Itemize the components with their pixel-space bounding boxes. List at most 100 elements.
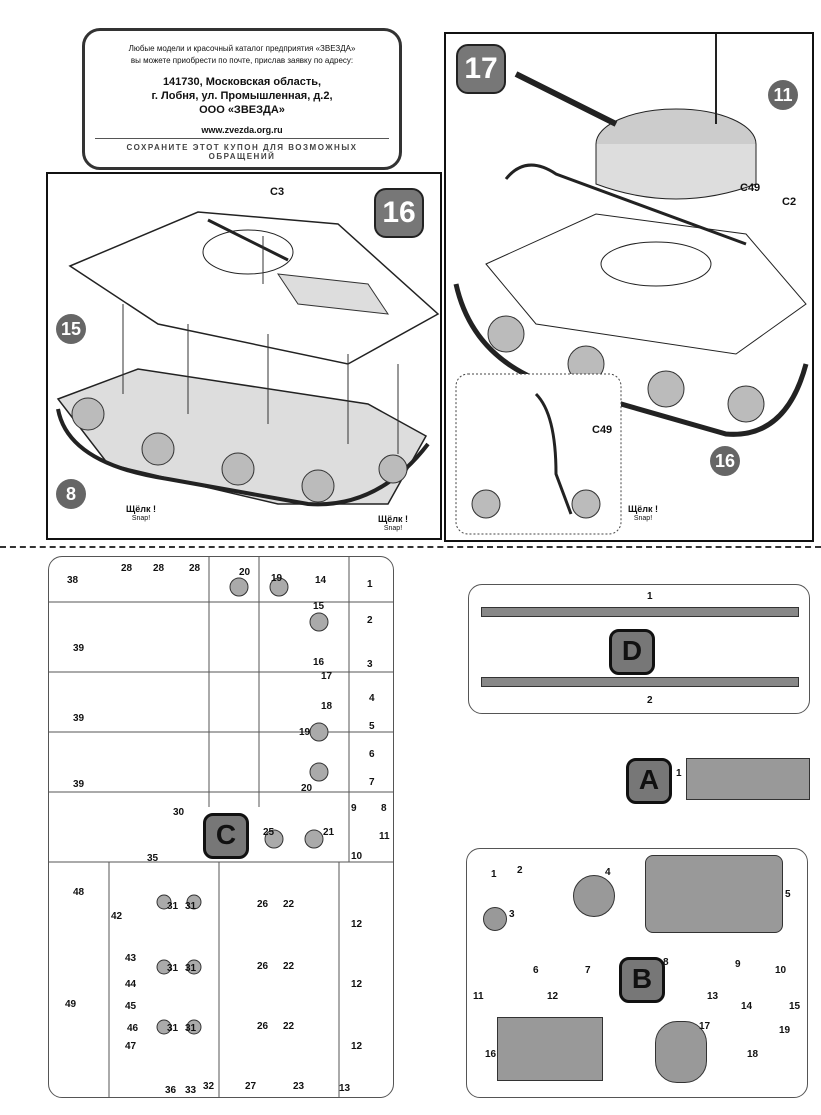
sprue-b-part-17: 17 bbox=[699, 1021, 711, 1032]
step-16-drawing bbox=[56, 211, 440, 507]
label-c2: C2 bbox=[782, 196, 797, 208]
sprue-b-upper-hull bbox=[645, 855, 783, 933]
sprue-c-part-28c: 28 bbox=[189, 563, 201, 574]
snap-text-ru: Щёлк ! bbox=[378, 514, 408, 524]
sprue-c-part-20b: 20 bbox=[301, 783, 313, 794]
sprue-b-part-16: 16 bbox=[485, 1049, 497, 1060]
sprue-b-part-18: 18 bbox=[747, 1049, 759, 1060]
sprue-c-part-22c: 22 bbox=[283, 1021, 295, 1032]
sprue-b-part-9: 9 bbox=[735, 959, 741, 970]
label-c3: C3 bbox=[270, 186, 285, 198]
snap-callout-2: Щёлк !Snap! bbox=[372, 514, 414, 534]
section-divider bbox=[0, 546, 821, 548]
sprue-b-part-19: 19 bbox=[779, 1025, 791, 1036]
sprue-c-part-45: 45 bbox=[125, 1001, 137, 1012]
coupon-address-1: 141730, Московская область, bbox=[162, 76, 322, 88]
coupon-save-note: СОХРАНИТЕ ЭТОТ КУПОН ДЛЯ ВОЗМОЖНЫХ ОБРАЩ… bbox=[95, 138, 389, 161]
sprue-c-part-20: 20 bbox=[239, 567, 251, 578]
sprue-b-letter: B bbox=[619, 957, 665, 1003]
sprue-c-part-12c: 12 bbox=[351, 1041, 363, 1052]
sprue-b-part-13: 13 bbox=[707, 991, 719, 1002]
sprue-c-part-43: 43 bbox=[125, 953, 137, 964]
sprue-c-part-28b: 28 bbox=[153, 563, 165, 574]
coupon-address-2: г. Лобня, ул. Промышленная, д.2, bbox=[151, 90, 333, 102]
sprue-c-part-6: 6 bbox=[369, 749, 375, 760]
snap-text-ru: Щёлк ! bbox=[126, 504, 156, 514]
sprue-c-part-4: 4 bbox=[369, 693, 375, 704]
sprue-c-part-38: 38 bbox=[67, 575, 79, 586]
sprue-c-part-19: 19 bbox=[271, 573, 283, 584]
sprue-c-part-31f: 31 bbox=[185, 1023, 197, 1034]
sprue-b-part-6: 6 bbox=[533, 965, 539, 976]
sprue-b-part-2: 2 bbox=[517, 865, 523, 876]
sprue-c-part-14: 14 bbox=[315, 575, 327, 586]
sprue-d-letter: D bbox=[609, 629, 655, 675]
sprue-b-lower-plate bbox=[497, 1017, 603, 1081]
sprue-c-part-11: 11 bbox=[379, 831, 390, 842]
label-c49: C49 bbox=[740, 182, 761, 194]
sprue-c-part-48: 48 bbox=[73, 887, 85, 898]
sprue-c-part-25: 25 bbox=[263, 827, 275, 838]
sprue-b-part-3: 3 bbox=[509, 909, 515, 920]
sprue-c-part-39b: 39 bbox=[73, 713, 85, 724]
sprue-c-part-44: 44 bbox=[125, 979, 137, 990]
sprue-a: A 1 bbox=[626, 756, 810, 804]
sprue-b-hatch bbox=[483, 907, 507, 931]
sprue-c-part-39a: 39 bbox=[73, 643, 85, 654]
sprue-b-part-10: 10 bbox=[775, 965, 787, 976]
sprue-c-part-27: 27 bbox=[245, 1081, 257, 1092]
sprue-c-part-33: 33 bbox=[185, 1085, 197, 1096]
sprue-b-part-1: 1 bbox=[491, 869, 497, 880]
sub-assembly-15: 15 bbox=[56, 314, 86, 344]
sprue-b-turret-ring bbox=[573, 875, 615, 917]
sprue-c-part-31d: 31 bbox=[185, 963, 197, 974]
sprue-c-part-22b: 22 bbox=[283, 961, 295, 972]
sub-assembly-16: 16 bbox=[710, 446, 740, 476]
sprue-c-part-16: 16 bbox=[313, 657, 325, 668]
sprue-c-part-47: 47 bbox=[125, 1041, 137, 1052]
sprue-b-part-15: 15 bbox=[789, 1001, 801, 1012]
sprue-b-part-12: 12 bbox=[547, 991, 559, 1002]
sprue-d-part-1: 1 bbox=[647, 591, 653, 602]
snap-text-en: Snap! bbox=[383, 525, 403, 532]
step-16-number: 16 bbox=[374, 188, 424, 238]
sprue-c-part-1: 1 bbox=[367, 579, 373, 590]
coupon-address-3: ООО «ЗВЕЗДА» bbox=[199, 104, 285, 116]
sprue-c-part-9: 9 bbox=[351, 803, 357, 814]
sprue-b-part-14: 14 bbox=[741, 1001, 753, 1012]
sprue-c-frame bbox=[49, 557, 393, 1097]
label-c49-detail: C49 bbox=[592, 424, 613, 436]
step-16-panel: 16 C3 15 8 Щёлк !Snap! Щёлк !Snap! bbox=[46, 172, 442, 540]
sprue-c-part-12a: 12 bbox=[351, 919, 363, 930]
sprue-c-part-15: 15 bbox=[313, 601, 325, 612]
sprue-c-part-31a: 31 bbox=[167, 901, 179, 912]
sprue-c-part-13: 13 bbox=[339, 1083, 351, 1094]
sprue-d: D 1 2 bbox=[468, 584, 810, 714]
snap-text-en: Snap! bbox=[633, 515, 653, 522]
sprue-c-part-39c: 39 bbox=[73, 779, 85, 790]
sprue-c-part-31e: 31 bbox=[167, 1023, 179, 1034]
snap-text-ru: Щёлк ! bbox=[628, 504, 658, 514]
sprue-a-part-1: 1 bbox=[676, 768, 682, 779]
sprue-c-part-26a: 26 bbox=[257, 899, 269, 910]
track-link-2 bbox=[481, 677, 799, 687]
sprue-a-letter: A bbox=[626, 758, 672, 804]
sprue-c-part-18: 18 bbox=[321, 701, 333, 712]
sprue-b-part-7: 7 bbox=[585, 965, 591, 976]
sprue-c-part-31c: 31 bbox=[167, 963, 179, 974]
sub-assembly-8: 8 bbox=[56, 479, 86, 509]
sprue-c-part-2: 2 bbox=[367, 615, 373, 626]
sprue-c-part-30: 30 bbox=[173, 807, 185, 818]
snap-callout-1: Щёлк !Snap! bbox=[120, 504, 162, 524]
sprue-c-part-35: 35 bbox=[147, 853, 159, 864]
sprue-c-part-36: 36 bbox=[165, 1085, 177, 1096]
track-link-1 bbox=[481, 607, 799, 617]
snap-callout-3: Щёлк !Snap! bbox=[622, 504, 664, 524]
sprue-c-part-10: 10 bbox=[351, 851, 363, 862]
coupon-website: www.zvezda.org.ru bbox=[201, 125, 283, 135]
sprue-d-part-2: 2 bbox=[647, 695, 653, 706]
sprue-c-part-22a: 22 bbox=[283, 899, 295, 910]
sprue-c-part-31b: 31 bbox=[185, 901, 197, 912]
sprue-c-part-21: 21 bbox=[323, 827, 335, 838]
sprue-c-part-23: 23 bbox=[293, 1081, 305, 1092]
